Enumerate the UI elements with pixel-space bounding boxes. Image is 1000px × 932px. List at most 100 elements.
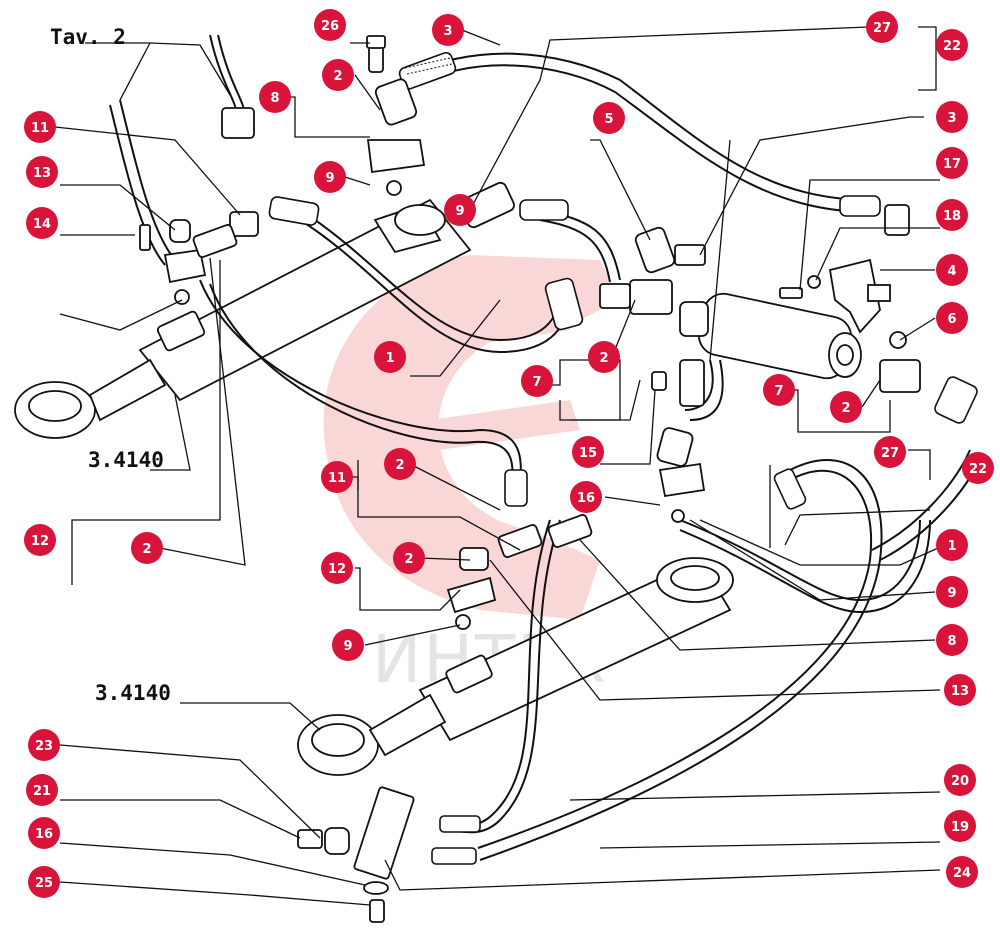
callout-number: 26 bbox=[321, 19, 339, 34]
callout-c1a: 1 bbox=[374, 341, 406, 373]
callout-badge bbox=[570, 481, 602, 513]
callout-badge bbox=[321, 552, 353, 584]
callout-number: 13 bbox=[951, 684, 969, 699]
callout-number: 3 bbox=[443, 24, 452, 39]
callout-c25: 25 bbox=[28, 866, 60, 898]
callout-badge bbox=[384, 448, 416, 480]
callout-badge bbox=[936, 529, 968, 561]
callout-number: 11 bbox=[328, 471, 346, 486]
callout-c6: 6 bbox=[936, 302, 968, 334]
callout-c9d: 9 bbox=[936, 576, 968, 608]
callout-c23: 23 bbox=[28, 729, 60, 761]
callout-badge bbox=[572, 436, 604, 468]
callout-c16b: 16 bbox=[28, 817, 60, 849]
callout-number: 22 bbox=[943, 39, 961, 54]
callout-badge bbox=[962, 452, 994, 484]
callout-badge bbox=[593, 102, 625, 134]
callout-badge bbox=[393, 542, 425, 574]
callout-number: 22 bbox=[969, 462, 987, 477]
tav-label: Tav. 2 bbox=[50, 25, 126, 49]
callout-c15: 15 bbox=[572, 436, 604, 468]
callout-badge bbox=[763, 374, 795, 406]
callout-number: 16 bbox=[577, 491, 595, 506]
callout-c16a: 16 bbox=[570, 481, 602, 513]
callout-c12b: 12 bbox=[321, 552, 353, 584]
callout-number: 18 bbox=[943, 209, 961, 224]
callout-number: 17 bbox=[943, 157, 961, 172]
callout-badge bbox=[936, 101, 968, 133]
callout-number: 1 bbox=[947, 539, 956, 554]
callout-badge bbox=[26, 156, 58, 188]
lower-cylinder bbox=[297, 557, 734, 776]
ref-label-lower: 3.4140 bbox=[95, 681, 171, 705]
callout-badge bbox=[521, 365, 553, 397]
callout-badge bbox=[259, 81, 291, 113]
callout-number: 2 bbox=[404, 552, 413, 567]
callout-badge bbox=[332, 629, 364, 661]
callout-number: 23 bbox=[35, 739, 53, 754]
upper-cylinder bbox=[14, 198, 472, 439]
callout-number: 6 bbox=[947, 312, 956, 327]
callout-badge bbox=[936, 576, 968, 608]
callout-number: 13 bbox=[33, 166, 51, 181]
callout-badge bbox=[26, 774, 58, 806]
callout-c9c: 9 bbox=[332, 629, 364, 661]
callout-badge bbox=[936, 302, 968, 334]
callout-c20: 20 bbox=[944, 764, 976, 796]
callout-number: 8 bbox=[270, 91, 279, 106]
callout-badge bbox=[946, 856, 978, 888]
callout-badge bbox=[24, 524, 56, 556]
callout-c2a: 2 bbox=[322, 59, 354, 91]
callout-badge bbox=[866, 11, 898, 43]
callout-number: 4 bbox=[947, 264, 956, 279]
callout-badge bbox=[944, 810, 976, 842]
leader-lines bbox=[54, 26, 950, 906]
callout-badge bbox=[26, 207, 58, 239]
callout-number: 19 bbox=[951, 820, 969, 835]
callout-badge bbox=[28, 729, 60, 761]
callout-number: 24 bbox=[953, 866, 971, 881]
callout-badge bbox=[874, 436, 906, 468]
callout-c11a: 11 bbox=[24, 111, 56, 143]
callout-badge bbox=[936, 624, 968, 656]
callout-number: 1 bbox=[385, 351, 394, 366]
callout-c7a: 7 bbox=[521, 365, 553, 397]
callout-badge bbox=[24, 111, 56, 143]
callout-c2d: 2 bbox=[384, 448, 416, 480]
callout-badge bbox=[28, 817, 60, 849]
callout-number: 8 bbox=[947, 634, 956, 649]
callout-badge bbox=[374, 341, 406, 373]
callout-number: 7 bbox=[532, 375, 541, 390]
callout-c22b: 22 bbox=[962, 452, 994, 484]
callout-badge bbox=[314, 9, 346, 41]
callout-c26: 26 bbox=[314, 9, 346, 41]
callout-number: 9 bbox=[947, 586, 956, 601]
accumulator bbox=[679, 292, 862, 380]
callout-number: 15 bbox=[579, 446, 597, 461]
callout-c24: 24 bbox=[946, 856, 978, 888]
callout-c19: 19 bbox=[944, 810, 976, 842]
callout-c4: 4 bbox=[936, 254, 968, 286]
callout-number: 14 bbox=[33, 217, 51, 232]
callout-number: 2 bbox=[395, 458, 404, 473]
callout-badge bbox=[314, 161, 346, 193]
callout-c27b: 27 bbox=[874, 436, 906, 468]
callout-badge bbox=[588, 341, 620, 373]
parts-group bbox=[14, 34, 981, 923]
callout-c12a: 12 bbox=[24, 524, 56, 556]
callout-number: 2 bbox=[841, 401, 850, 416]
callout-c21: 21 bbox=[26, 774, 58, 806]
callout-badge bbox=[944, 764, 976, 796]
ref-label-upper: 3.4140 bbox=[88, 448, 164, 472]
callout-number: 5 bbox=[604, 112, 613, 127]
callout-number: 3 bbox=[947, 111, 956, 126]
callout-badge bbox=[321, 461, 353, 493]
callout-c1b: 1 bbox=[936, 529, 968, 561]
callout-number: 25 bbox=[35, 876, 53, 891]
callout-badge bbox=[944, 674, 976, 706]
callout-number: 9 bbox=[343, 639, 352, 654]
callout-number: 2 bbox=[599, 351, 608, 366]
callout-c3a: 3 bbox=[432, 14, 464, 46]
